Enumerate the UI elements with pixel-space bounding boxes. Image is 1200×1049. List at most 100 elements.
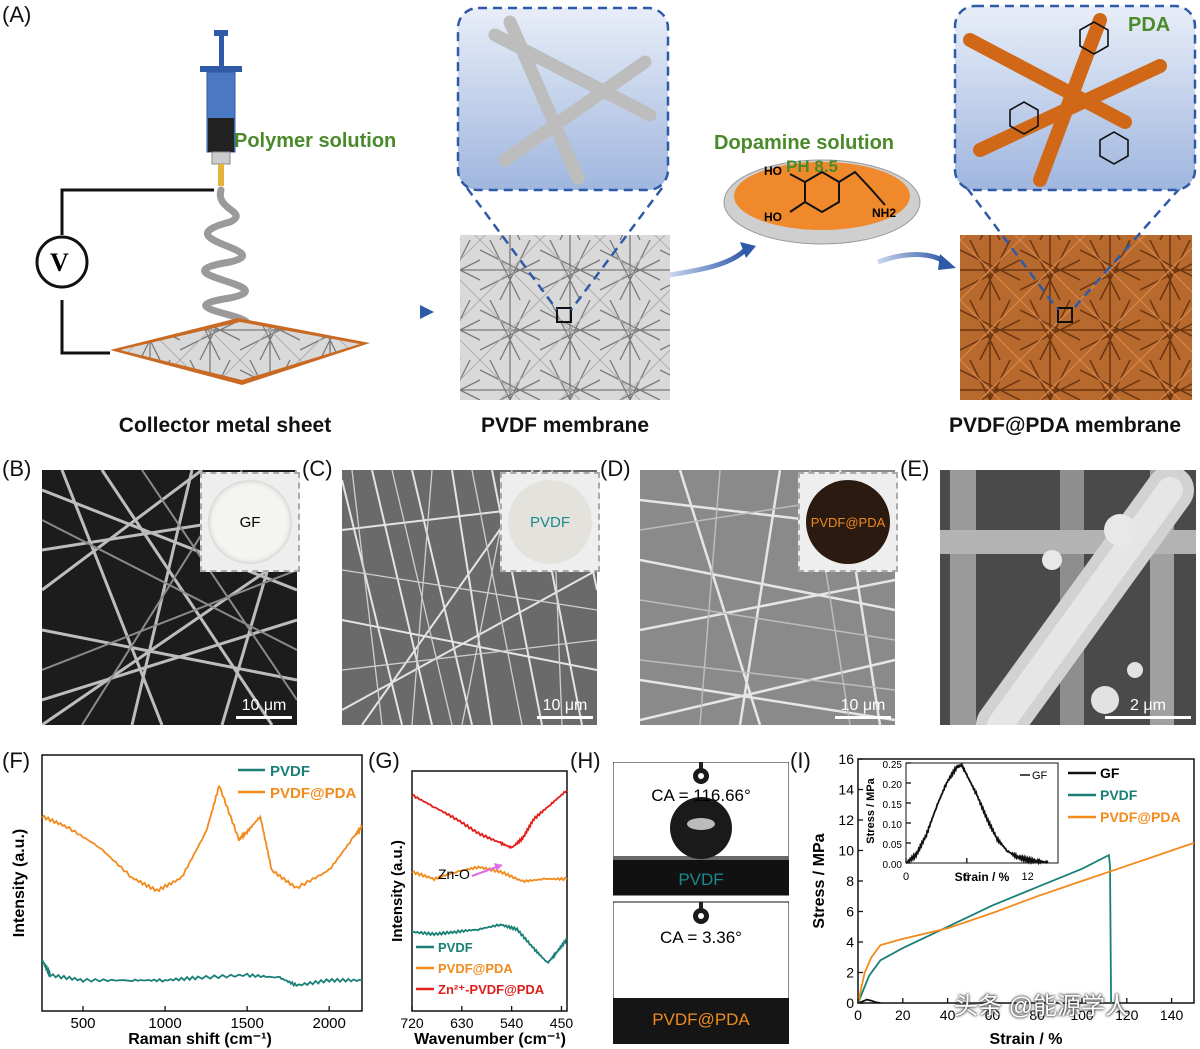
stress-xtick-label-80: 80: [1029, 1007, 1045, 1023]
scale-text-c: 10 μm: [542, 697, 588, 714]
stress-ylabel: Stress / MPa: [811, 833, 828, 928]
caption-pvdf-membrane: PVDF membrane: [480, 414, 650, 437]
stress-xtick-label-40: 40: [940, 1007, 956, 1023]
i-legend-text-pda: PVDF@PDA: [1100, 809, 1181, 825]
raman-plot-frame: [41, 754, 363, 1012]
inset-label-pvdf-pda: PVDF@PDA: [810, 514, 886, 530]
scale-text-b: 10 μm: [241, 697, 287, 714]
scale-bar-d: 10 μm: [835, 697, 891, 719]
watermark: 头条 @能源学人: [954, 993, 1130, 1020]
raman-xtick-label-500: 500: [71, 1015, 96, 1032]
polymer-jet: [201, 186, 251, 334]
inset-ytick-label-0.25: 0.25: [883, 760, 903, 771]
i-legend-text-pvdf: PVDF: [1100, 787, 1138, 803]
panel-b-label: (B): [2, 456, 32, 481]
scale-bar-e: 2 μm: [1105, 697, 1191, 719]
ftir-xtick-label-630: 630: [450, 1015, 474, 1031]
contact-angle-images: [613, 762, 789, 1044]
ftir-xtick-label-720: 720: [400, 1015, 424, 1031]
inset-ytick-label-0: 0.00: [883, 860, 903, 871]
panel-i-label: (I): [790, 748, 811, 773]
stress-ytick-label-8: 8: [846, 873, 854, 889]
stress-xtick-label-120: 120: [1115, 1007, 1139, 1023]
dopamine-structure: [789, 170, 886, 214]
scale-text-d: 10 μm: [840, 697, 886, 714]
inset-xtick-label-12: 12: [1021, 871, 1033, 883]
inset-plot-frame: [905, 762, 1059, 864]
ftir-series-pvdf: [412, 923, 568, 964]
dopamine-nh2: NH2: [872, 206, 897, 220]
inset-ytick-label-0.15: 0.15: [883, 800, 903, 811]
stress-ytick-label-4: 4: [846, 934, 854, 950]
panel-d-label: (D): [600, 456, 631, 481]
caption-pvdf-pda-membrane: PVDF@PDA membrane: [948, 414, 1182, 437]
raman-xtick-label-2000: 2000: [312, 1015, 345, 1032]
pvdf-membrane-image: [460, 235, 670, 400]
stress-xlabel: Strain / %: [990, 1031, 1063, 1048]
stress-xtick-label-100: 100: [1070, 1007, 1094, 1023]
legend-text-pvdf: PVDF: [270, 763, 310, 780]
ftir-series-pvdf-pda: [411, 865, 568, 884]
inset-xtick-label-0: 0: [903, 871, 909, 883]
dopamine-ho1: HO: [764, 164, 782, 178]
raman-series-pvdf-pda: [41, 784, 363, 893]
panel-f-label: (F): [2, 748, 31, 773]
stress-ytick-label-10: 10: [838, 843, 854, 859]
stress-ytick-label-14: 14: [838, 782, 854, 798]
polymer-solution-label: Polymer solution: [234, 130, 397, 152]
panel-e-label: (E): [900, 456, 930, 481]
inset-series-gf: [905, 763, 1049, 866]
stress-ytick-label-16: 16: [838, 751, 854, 767]
inset-photo-gf: GF: [200, 472, 300, 572]
raman-xtick-label-1000: 1000: [148, 1015, 181, 1032]
legend-text-pda: PVDF@PDA: [270, 785, 356, 802]
ca-value-pvdf: CA = 116.66°: [651, 786, 751, 805]
stress-xtick-label-140: 140: [1160, 1007, 1184, 1023]
panel-h-label: (H): [570, 748, 601, 773]
inset-label-pvdf: PVDF: [529, 513, 570, 531]
ftir-series-zn-pvdf-pda: [411, 789, 568, 850]
raman-ylabel: Intensity (a.u.): [11, 829, 28, 937]
stress-series-gf: [857, 998, 881, 1004]
inset-photo-pvdf: PVDF: [500, 472, 600, 572]
inset-photo-pvdf-pda: PVDF@PDA: [798, 472, 898, 572]
panel-a-schematic: [35, 4, 1197, 400]
raman-series-pvdf: [41, 959, 363, 988]
raman-xlabel: Raman shift (cm⁻¹): [128, 1031, 272, 1048]
stress-xtick-label-0: 0: [854, 1007, 862, 1023]
scale-bar-b: 10 μm: [236, 697, 292, 719]
zn-o-annotation: Zn-O: [438, 866, 470, 882]
g-legend-text-pda: PVDF@PDA: [438, 961, 513, 976]
stress-xtick-label-60: 60: [985, 1007, 1001, 1023]
pvdf-pda-membrane-image: [960, 235, 1192, 400]
inset-xlabel: Strain / %: [955, 870, 1010, 884]
stress-series-pvdf-pda: [857, 842, 1195, 1004]
stress-series-pvdf: [857, 853, 1112, 1004]
stress-xtick-label-20: 20: [895, 1007, 911, 1023]
inset-ytick-label-0.05: 0.05: [883, 840, 903, 851]
ftir-ylabel: Intensity (a.u.): [389, 840, 406, 942]
inset-ylabel: Stress / MPa: [865, 777, 877, 843]
inset-ytick-label-0.1: 0.10: [883, 820, 903, 831]
stress-ytick-label-6: 6: [846, 904, 854, 920]
stress-ytick-label-12: 12: [838, 812, 854, 828]
inset-legend-text: GF: [1032, 770, 1048, 782]
ftir-xlabel: Wavenumber (cm⁻¹): [414, 1031, 566, 1048]
scale-text-e: 2 μm: [1130, 697, 1166, 714]
caption-collector: Collector metal sheet: [118, 414, 332, 437]
dopamine-ho2: HO: [764, 210, 782, 224]
stress-ytick-label-2: 2: [846, 965, 854, 981]
ftir-xtick-label-540: 540: [500, 1015, 524, 1031]
ph-label: PH 8.5: [786, 157, 838, 176]
inset-ytick-label-0.2: 0.20: [883, 780, 903, 791]
ca-sample-pvdf: PVDF: [678, 870, 724, 889]
panel-a-label: (A): [2, 2, 32, 27]
voltage-label: V: [50, 248, 69, 277]
ca-sample-pda: PVDF@PDA: [652, 1010, 750, 1029]
panel-g-label: (G): [368, 748, 400, 773]
ftir-plot-frame: [411, 770, 568, 1012]
inset-label-gf: GF: [239, 513, 261, 531]
